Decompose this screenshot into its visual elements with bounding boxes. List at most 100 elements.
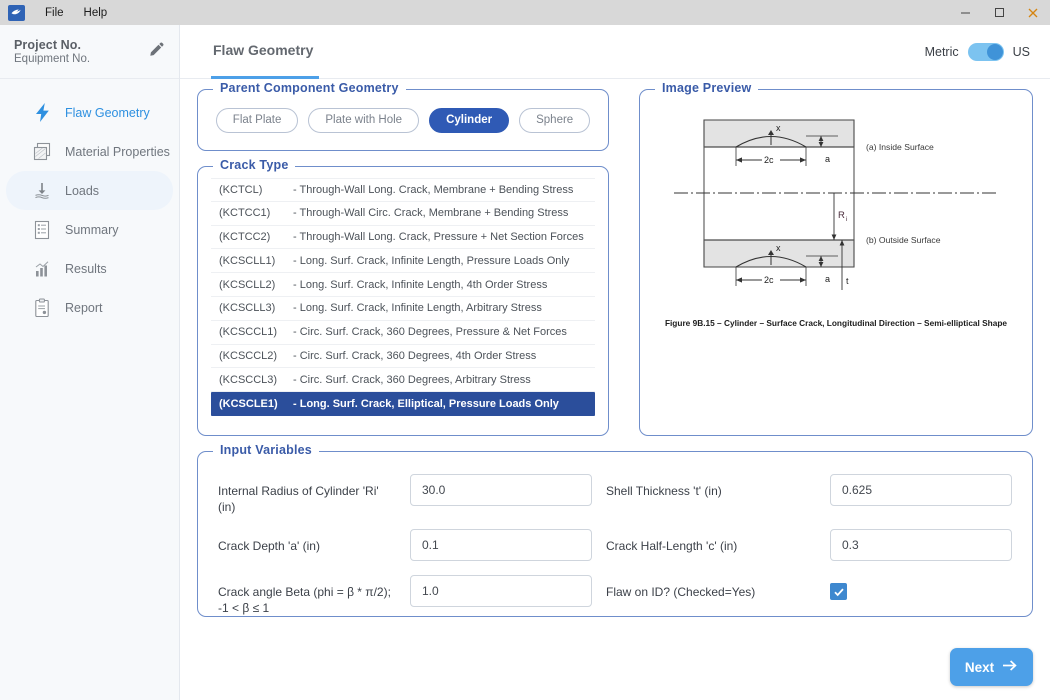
geometry-option-sphere[interactable]: Sphere [519,107,591,133]
sidebar-label-material-properties: Material Properties [65,144,170,159]
crack-code: (KCTCL) [219,183,263,196]
sidebar-label-results: Results [65,261,107,276]
project-number-label: Project No. [14,38,82,52]
crack-desc: - Circ. Surf. Crack, 360 Degrees, Arbitr… [293,373,531,386]
edit-pencil-icon[interactable] [148,41,165,63]
menu-help[interactable]: Help [83,6,108,19]
crack-code: (KCSCCL1) [219,326,278,339]
label-2c-top: 2c [764,155,774,165]
unit-label-us: US [1012,44,1030,59]
sidebar-item-loads[interactable]: Loads [6,171,173,210]
crack-code: (KCSCLL2) [219,278,276,291]
label-x-bottom: x [776,243,781,253]
crack-type-row[interactable]: (KCSCLL1) - Long. Surf. Crack, Infinite L… [211,249,595,274]
label-2c-bottom: 2c [764,275,774,285]
parent-component-geometry-card: Parent Component Geometry Flat Plate Pla… [197,81,609,151]
sidebar-item-flaw-geometry[interactable]: Flaw Geometry [6,93,173,132]
toggle-knob [986,43,1003,60]
input-crack-half-length[interactable]: 0.3 [830,529,1012,561]
menu-bar: File Help [42,5,110,21]
crack-type-row[interactable]: (KCTCC2) - Through-Wall Long. Crack, Pres… [211,226,595,250]
list-document-icon [32,220,52,240]
unit-system-toggle[interactable]: Metric US [924,42,1030,61]
crack-type-row[interactable]: (KCSCCL1) - Circ. Surf. Crack, 360 Degree… [211,321,595,345]
label-outside-surface: (b) Outside Surface [866,235,941,245]
input-variables-legend: Input Variables [213,443,319,457]
label-a-top: a [825,154,830,164]
app-logo-icon [8,4,25,21]
sidebar-label-summary: Summary [65,222,119,237]
image-preview-card: Image Preview [639,81,1033,436]
geometry-option-flat-plate[interactable]: Flat Plate [215,107,299,133]
bar-chart-icon [32,259,52,279]
crack-desc: - Long. Surf. Crack, Elliptical, Pressur… [293,397,559,410]
input-variables-card: Input Variables Internal Radius of Cylin… [197,443,1033,617]
crack-code: (KCSCLL1) [219,254,276,267]
crack-type-legend: Crack Type [213,158,296,172]
next-button[interactable]: Next [950,648,1033,686]
label-internal-radius: Internal Radius of Cylinder 'Ri' (in) [218,484,379,514]
downward-load-arrow-icon [32,181,52,201]
label-shell-thickness: Shell Thickness 't' (in) [606,484,722,498]
sidebar-item-summary[interactable]: Summary [6,210,173,249]
image-preview-legend: Image Preview [655,81,759,95]
menu-file[interactable]: File [45,6,64,19]
label-crack-depth: Crack Depth 'a' (in) [218,539,320,553]
sidebar-item-results[interactable]: Results [6,249,173,288]
label-crack-half-length: Crack Half-Length 'c' (in) [606,539,738,553]
crack-code: (KCSCCL3) [219,373,278,386]
crack-desc: - Circ. Surf. Crack, 360 Degrees, 4th Or… [293,349,537,362]
close-icon[interactable] [1016,0,1050,25]
crack-type-row-selected[interactable]: (KCSCLE1) - Long. Surf. Crack, Elliptical… [211,392,595,416]
crack-type-card: Crack Type (KCTCL) - Through-Wall Long. C… [197,158,609,436]
sidebar-item-material-properties[interactable]: Material Properties [6,132,173,171]
tab-flaw-geometry[interactable]: Flaw Geometry [211,25,320,79]
unit-label-metric: Metric [924,44,959,59]
content-area: Parent Component Geometry Flat Plate Pla… [180,79,1050,700]
figure-caption: Figure 9B.15 – Cylinder – Surface Crack,… [664,318,1008,328]
crack-desc: - Through-Wall Long. Crack, Pressure + N… [293,230,584,243]
crack-code: (KCTCC1) [219,207,271,220]
input-shell-thickness[interactable]: 0.625 [830,474,1012,506]
label-inside-surface: (a) Inside Surface [866,142,934,152]
crack-code: (KCSCLE1) [219,397,278,410]
input-crack-angle-beta[interactable]: 1.0 [410,575,592,607]
project-header: Project No. Equipment No. [0,25,179,79]
geometry-option-plate-with-hole[interactable]: Plate with Hole [308,107,420,133]
label-flaw-on-id: Flaw on ID? (Checked=Yes) [606,585,756,599]
unit-toggle-switch[interactable] [967,42,1004,61]
crack-desc: - Long. Surf. Crack, Infinite Length, Pr… [293,254,570,267]
sidebar-label-loads: Loads [65,183,100,198]
label-radius-subscript: i [846,216,847,223]
input-internal-radius[interactable]: 30.0 [410,474,592,506]
sidebar-label-report: Report [65,300,103,315]
maximize-icon[interactable] [982,0,1016,25]
crack-type-row[interactable]: (KCTCL) - Through-Wall Long. Crack, Membr… [211,178,595,202]
sidebar-nav: Flaw Geometry Material Properties Loads [0,79,179,327]
crack-desc: - Circ. Surf. Crack, 360 Degrees, Pressu… [293,326,567,339]
crack-desc: - Through-Wall Circ. Crack, Membrane + B… [293,207,569,220]
geometry-legend: Parent Component Geometry [213,81,406,95]
crack-type-row[interactable]: (KCSCCL3) - Circ. Surf. Crack, 360 Degree… [211,368,595,393]
crack-type-row[interactable]: (KCSCLL3)- Long. Surf. Crack, Infinite L… [211,297,595,321]
window-controls [948,0,1050,25]
crack-type-row[interactable]: (KCSCCL2) - Circ. Surf. Crack, 360 Degree… [211,345,595,369]
sidebar-item-report[interactable]: Report [6,288,173,327]
label-a-bottom: a [825,274,830,284]
label-x-top: x [776,123,781,133]
stacked-plates-icon [32,142,52,162]
crack-code: (KCSCLL3) [219,302,276,315]
checkbox-flaw-on-id[interactable] [830,583,847,600]
crack-type-row[interactable]: (KCTCC1) - Through-Wall Circ. Crack, Memb… [211,202,595,226]
crack-code: (KCTCC2) [219,230,271,243]
minimize-icon[interactable] [948,0,982,25]
crack-type-row[interactable]: (KCSCLL2)- Long. Surf. Crack, Infinite L… [211,273,595,297]
geometry-option-cylinder[interactable]: Cylinder [429,107,510,133]
crack-desc: - Through-Wall Long. Crack, Membrane + B… [293,183,574,196]
input-crack-depth[interactable]: 0.1 [410,529,592,561]
clipboard-icon [32,298,52,318]
cylinder-crack-diagram: x 2c [666,112,1006,302]
label-crack-angle-beta: Crack angle Beta (phi = β * π/2); -1 < β… [218,585,391,615]
crack-code: (KCSCCL2) [219,349,278,362]
